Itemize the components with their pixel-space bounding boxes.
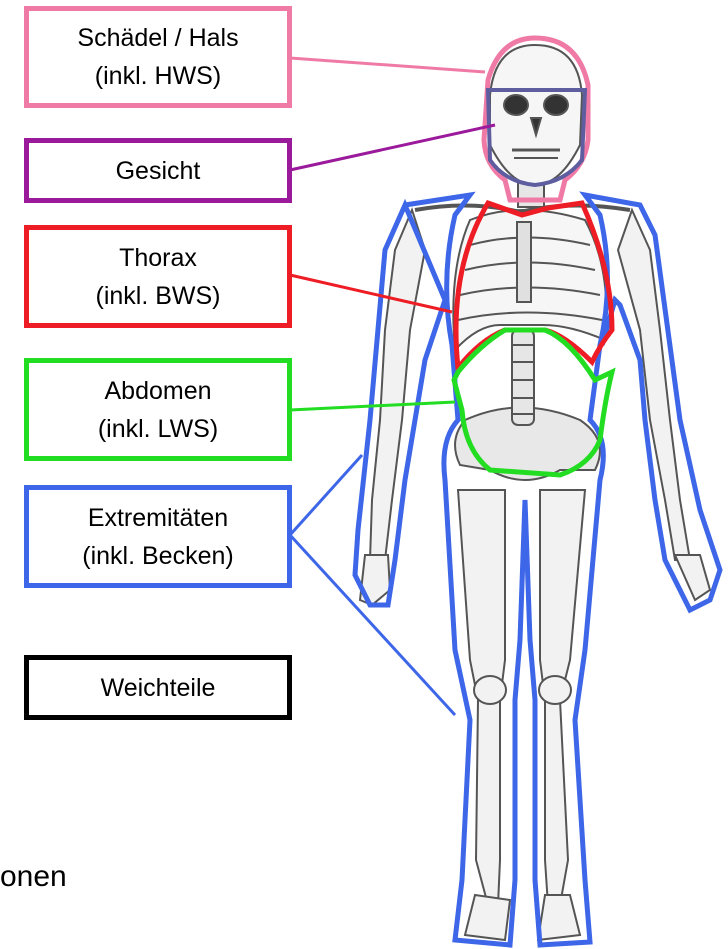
label-skull-neck: Schädel / Hals (inkl. HWS)	[24, 6, 292, 108]
label-soft-tissue: Weichteile	[24, 655, 292, 720]
label-extremities: Extremitäten (inkl. Becken)	[24, 485, 292, 588]
label-face: Gesicht	[24, 138, 292, 203]
label-thorax: Thorax (inkl. BWS)	[24, 225, 292, 328]
label-abdomen: Abdomen (inkl. LWS)	[24, 358, 292, 461]
bottom-text-fragment: onen	[0, 860, 67, 894]
